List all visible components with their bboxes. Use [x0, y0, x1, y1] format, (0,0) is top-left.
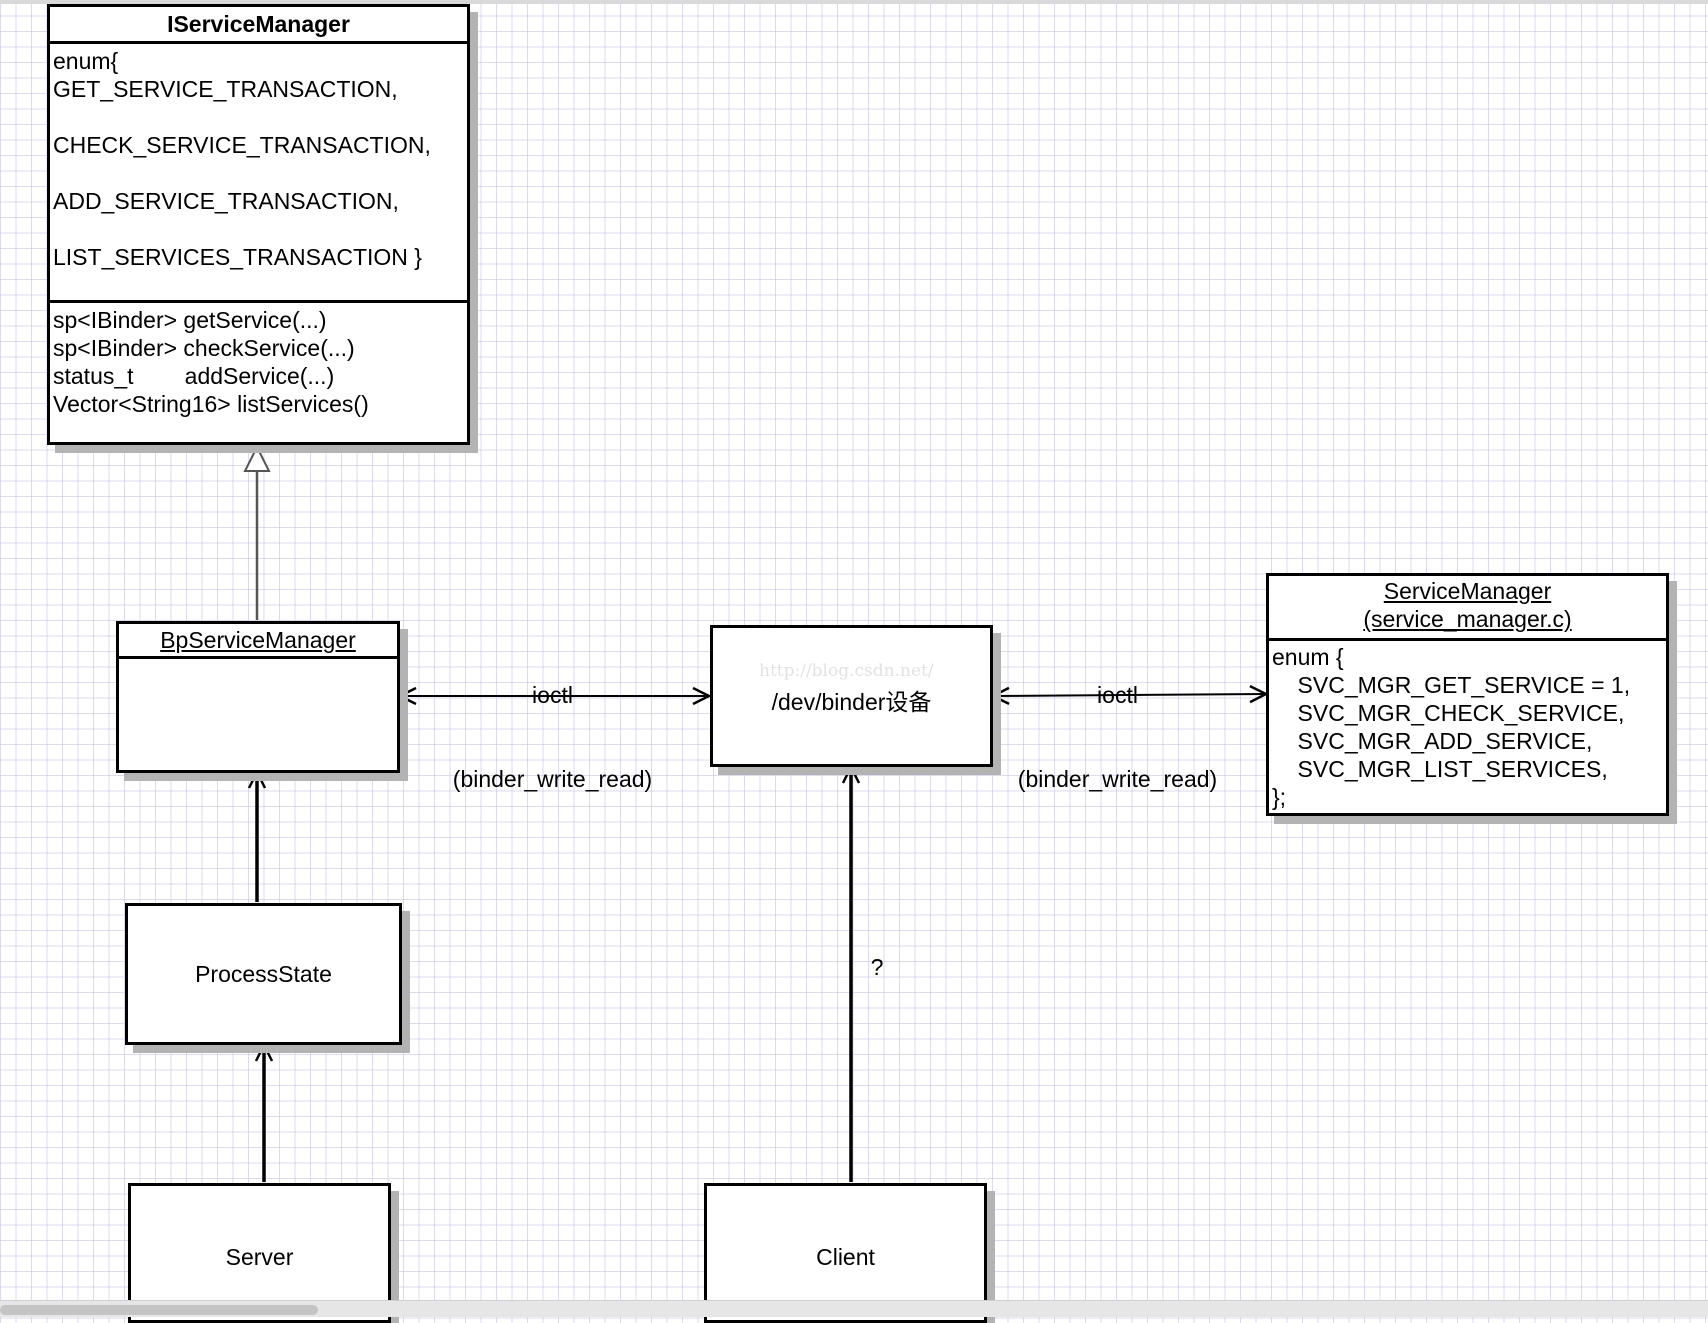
enum-line: ADD_SERVICE_TRANSACTION, [53, 188, 399, 214]
watermark: http://blog.csdn.net/ [759, 661, 934, 681]
enum-line: enum { [1272, 644, 1344, 670]
enum-line: CHECK_SERVICE_TRANSACTION, [53, 132, 431, 158]
server-box: Server [128, 1183, 391, 1323]
client-label: Client [816, 1244, 875, 1270]
enum-line: SVC_MGR_LIST_SERVICES, [1272, 756, 1608, 782]
servicemanager-class: ServiceManager (service_manager.c) enum … [1266, 573, 1669, 816]
edge-label-line: (binder_write_read) [452, 766, 653, 792]
iservicemanager-class: IServiceManager enum{ GET_SERVICE_TRANSA… [47, 4, 470, 445]
iservicemanager-title: IServiceManager [50, 7, 467, 44]
enum-line: SVC_MGR_CHECK_SERVICE, [1272, 700, 1625, 726]
processstate-label: ProcessState [195, 961, 332, 987]
enum-line: SVC_MGR_GET_SERVICE = 1, [1272, 672, 1631, 698]
bp-binder-edge-label: ioctl (binder_write_read) [430, 625, 675, 821]
client-box: Client [704, 1183, 987, 1323]
binder-device-box: http://blog.csdn.net/ /dev/binder设备 [710, 625, 993, 767]
servicemanager-title-line1: ServiceManager [1383, 578, 1552, 604]
scrollbar-thumb[interactable] [0, 1305, 318, 1315]
bpservicemanager-title: BpServiceManager [119, 624, 397, 659]
servicemanager-title-line2: (service_manager.c) [1363, 606, 1572, 632]
server-label: Server [225, 1244, 294, 1270]
binder-sm-edge [993, 694, 1266, 696]
horizontal-scrollbar[interactable] [0, 1300, 1708, 1317]
enum-line: SVC_MGR_ADD_SERVICE, [1272, 728, 1593, 754]
method-line: Vector<String16> listServices() [53, 391, 369, 417]
edge-label-line: ioctl [1097, 682, 1138, 708]
enum-line: enum{ [53, 48, 119, 74]
enum-line: LIST_SERVICES_TRANSACTION } [53, 244, 422, 270]
servicemanager-title: ServiceManager (service_manager.c) [1269, 576, 1666, 641]
method-line: sp<IBinder> checkService(...) [53, 335, 355, 361]
edge-label-line: ioctl [532, 682, 573, 708]
client-binder-edge-label: ? [870, 954, 884, 980]
edge-label-line: (binder_write_read) [1017, 766, 1218, 792]
enum-line: }; [1272, 784, 1287, 810]
enum-line: GET_SERVICE_TRANSACTION, [53, 76, 398, 102]
binder-sm-edge-label: ioctl (binder_write_read) [1000, 625, 1235, 821]
iservicemanager-enum-section: enum{ GET_SERVICE_TRANSACTION, CHECK_SER… [50, 44, 467, 303]
processstate-box: ProcessState [125, 903, 402, 1045]
method-line: sp<IBinder> getService(...) [53, 307, 327, 333]
window-top-border [0, 0, 1708, 4]
binder-device-label: /dev/binder设备 [771, 689, 932, 715]
bpservicemanager-class: BpServiceManager [116, 621, 400, 773]
method-line: status_t addService(...) [53, 363, 335, 389]
